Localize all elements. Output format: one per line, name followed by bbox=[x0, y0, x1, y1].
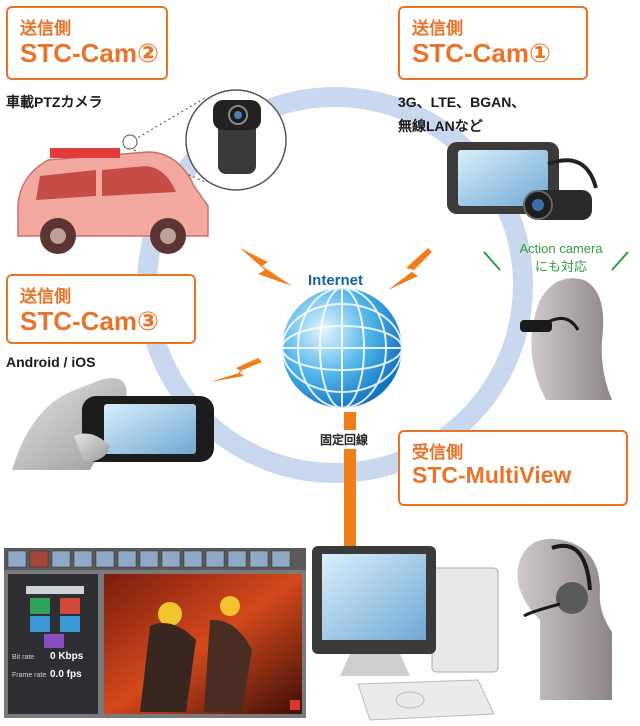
stc-cam3-box: 送信側 STC-Cam③ bbox=[6, 274, 196, 344]
fixed-line-label: 固定回線 bbox=[318, 430, 371, 449]
stc-cam3-description: Android / iOS bbox=[6, 354, 96, 370]
tablet-device-image bbox=[447, 142, 598, 220]
frame-rate-value: 0.0 fps bbox=[50, 669, 82, 680]
smartphone-hand-image bbox=[12, 378, 214, 470]
stc-cam3-name: STC-Cam③ bbox=[20, 306, 160, 336]
vehicle-image bbox=[17, 134, 209, 254]
action-camera-caption: Action camera にも対応 bbox=[492, 240, 630, 276]
person-headset-image bbox=[517, 538, 612, 700]
stc-cam2-name: STC-Cam② bbox=[20, 38, 160, 68]
stc-cam1-description-line1: 3G、LTE、BGAN、 bbox=[398, 94, 526, 110]
action-camera-line1: Action camera bbox=[519, 241, 603, 256]
action-camera-line2: にも対応 bbox=[534, 259, 587, 274]
internet-label: Internet bbox=[308, 272, 364, 289]
stc-cam1-name: STC-Cam① bbox=[412, 38, 552, 68]
multiview-software-screenshot bbox=[4, 548, 306, 718]
fixed-line-bar bbox=[344, 412, 356, 587]
person-action-camera-image bbox=[483, 251, 629, 400]
stc-cam1-box: 送信側 STC-Cam① bbox=[398, 6, 588, 80]
bit-rate-label: Bit rate bbox=[12, 654, 35, 661]
bolt-icon bbox=[240, 248, 292, 286]
stc-multiview-name: STC-MultiView bbox=[412, 462, 572, 488]
bit-rate-value: 0 Kbps bbox=[50, 651, 84, 662]
stc-cam2-description: 車載PTZカメラ bbox=[6, 94, 103, 110]
stc-cam2-box: 送信側 STC-Cam② bbox=[6, 6, 168, 80]
stc-cam2-role: 送信側 bbox=[20, 19, 71, 38]
frame-rate-label: Frame rate bbox=[12, 672, 47, 679]
bolt-icon bbox=[388, 248, 432, 290]
bolt-icon bbox=[210, 358, 262, 382]
wireless-bolts bbox=[210, 248, 432, 382]
stc-cam3-role: 送信側 bbox=[20, 287, 71, 306]
stc-cam1-role: 送信側 bbox=[412, 19, 463, 38]
globe-icon bbox=[281, 287, 403, 409]
stc-multiview-role: 受信側 bbox=[412, 443, 463, 462]
stc-multiview-box: 受信側 STC-MultiView bbox=[398, 430, 628, 506]
desktop-computer-image bbox=[312, 546, 499, 721]
ptz-camera-image bbox=[185, 89, 287, 191]
stc-cam1-description-line2: 無線LANなど bbox=[398, 118, 483, 134]
